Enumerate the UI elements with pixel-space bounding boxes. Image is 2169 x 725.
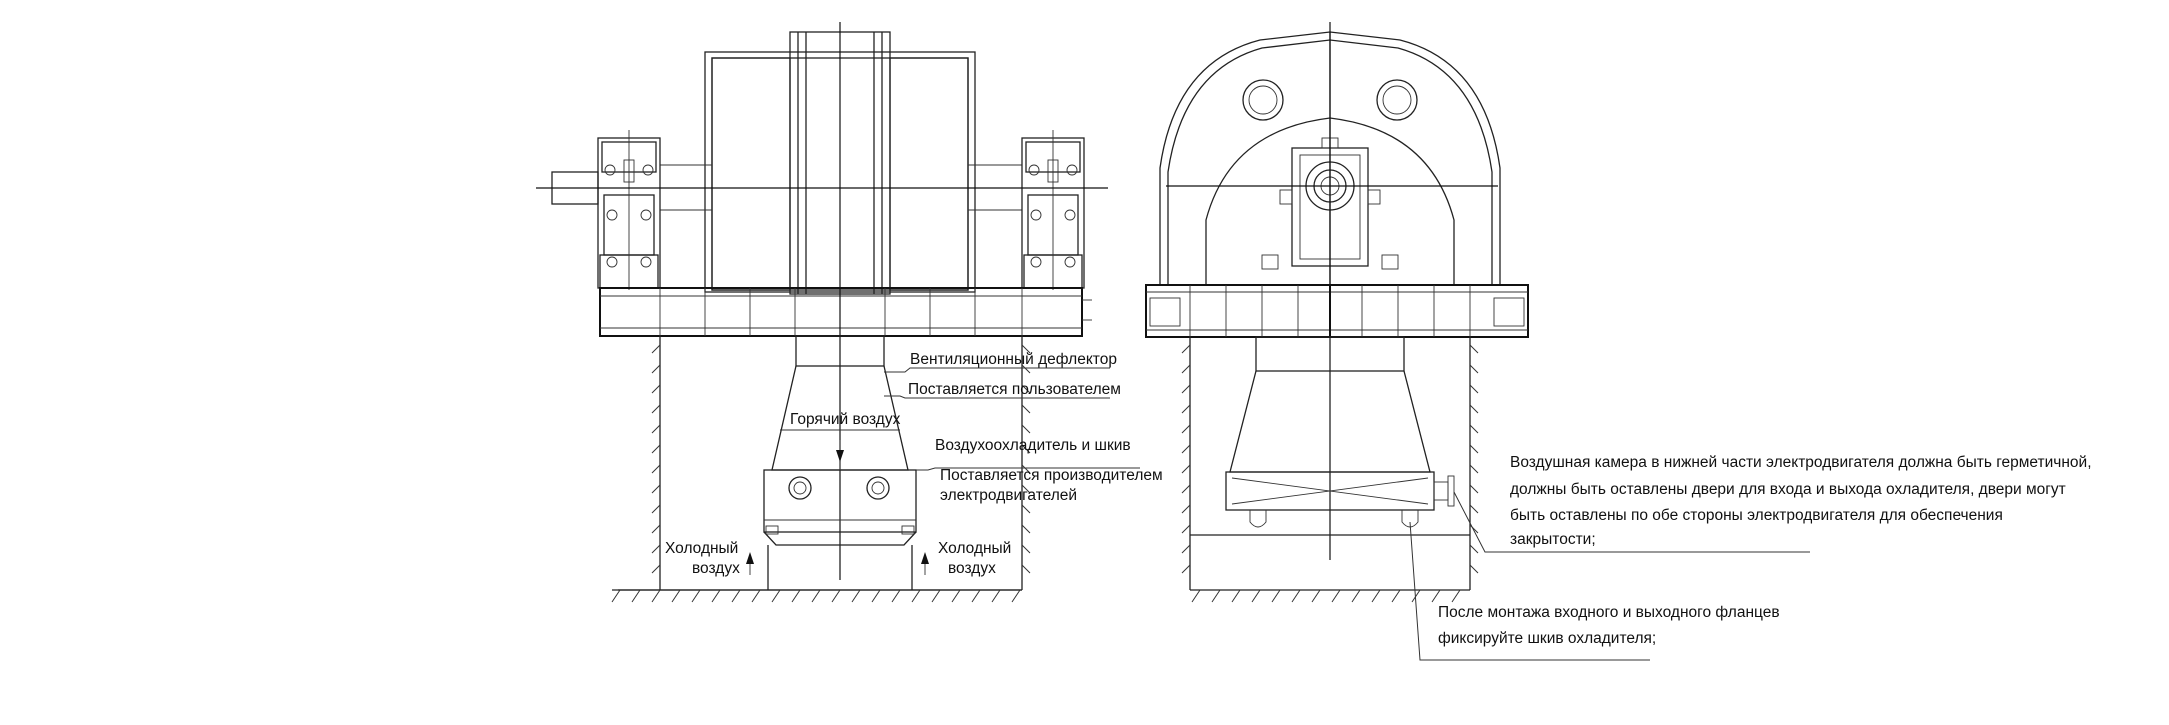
note-chamber-line-1: Воздушная камера в нижней части электрод… bbox=[1510, 454, 2092, 471]
side-view: Воздушная камера в нижней части электрод… bbox=[1145, 22, 2092, 661]
side-base-frame bbox=[1145, 284, 1529, 338]
left-bearing-pedestal bbox=[551, 130, 661, 290]
side-leaders bbox=[1409, 491, 1810, 661]
label-supplied-by-user: Поставляется пользователем bbox=[908, 381, 1121, 398]
label-cold-air-right-1: Холодный bbox=[938, 540, 1011, 557]
label-cold-air-left-1: Холодный bbox=[665, 540, 738, 557]
note-chamber-line-3: быть оставлены по обе стороны электродви… bbox=[1510, 507, 2003, 524]
label-cold-air-right-2: воздух bbox=[948, 560, 996, 577]
side-air-cooler bbox=[1225, 471, 1455, 528]
front-foundation bbox=[612, 336, 1023, 591]
front-leaders bbox=[884, 367, 1140, 471]
label-cooler-and-pulley: Воздухоохладитель и шкив bbox=[935, 437, 1131, 454]
front-view: Вентиляционный дефлектор Поставляется по… bbox=[536, 22, 1163, 603]
note-chamber-line-2: должны быть оставлены двери для входа и … bbox=[1510, 481, 2066, 498]
label-hot-air: Горячий воздух bbox=[790, 411, 901, 428]
note-chamber-line-4: закрытости; bbox=[1510, 531, 1596, 548]
note-flanges-line-1: После монтажа входного и выходного фланц… bbox=[1438, 604, 1780, 621]
label-vent-deflector: Вентиляционный дефлектор bbox=[910, 351, 1117, 368]
label-cold-air-left-2: воздух bbox=[692, 560, 740, 577]
label-supplied-by-manufacturer-1: Поставляется производителем bbox=[940, 467, 1163, 484]
note-flanges-line-2: фиксируйте шкив охладителя; bbox=[1438, 630, 1656, 647]
side-ground-hatch bbox=[1181, 344, 1479, 603]
label-supplied-by-manufacturer-2: электродвигателей bbox=[940, 487, 1077, 504]
side-foundation bbox=[1189, 337, 1471, 591]
right-bearing-pedestal bbox=[1021, 130, 1085, 290]
front-ground-hatch bbox=[611, 344, 1031, 603]
front-base-frame bbox=[599, 287, 1092, 337]
